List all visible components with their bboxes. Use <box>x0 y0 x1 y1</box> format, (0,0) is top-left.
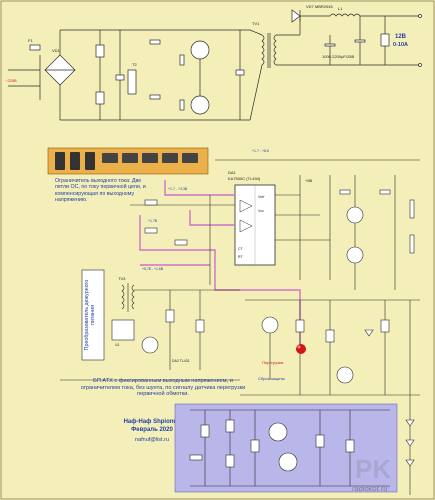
output-voltage: 12В <box>395 34 407 40</box>
radiokot-logo: PK <box>355 454 391 484</box>
bridge-label: VD1 <box>52 48 61 53</box>
feedback-trace <box>139 180 301 345</box>
smd-component-icon <box>55 152 65 170</box>
ic-pin-label: Vref <box>258 195 264 199</box>
ic-name: DA1 <box>228 170 237 175</box>
half-bridge-section <box>127 30 245 120</box>
standby-section <box>60 269 240 381</box>
overload-label: Перегрузка <box>262 360 284 365</box>
smd-component-icon <box>102 153 118 163</box>
smd-component-icon <box>142 153 158 163</box>
author-date: Февраль 2020 <box>131 427 173 433</box>
fan-control-panel <box>174 403 398 493</box>
output-current: 0-10А <box>393 42 408 48</box>
smd-component-icon <box>122 153 138 163</box>
limiter-note-box <box>47 147 209 175</box>
overload-led-icon <box>296 344 306 354</box>
test-point-label: +1.7В <box>148 219 158 223</box>
svg-text:PK: PK <box>355 454 391 484</box>
control-wiring <box>130 159 420 290</box>
standby-transformer-label: TV3 <box>118 276 126 281</box>
overload-led-highlight <box>297 345 301 349</box>
test-point-label: +1.7 - +3,3В <box>168 187 188 191</box>
smd-component-icon <box>85 152 95 170</box>
test-point-label: +5,78 - +1.6В <box>142 267 164 271</box>
mains-input-section <box>8 29 250 121</box>
ic-pin-label: RT <box>238 255 243 259</box>
power-transformer <box>249 29 277 121</box>
optocoupler-label: U1 <box>115 343 120 347</box>
right-diodes <box>405 300 415 495</box>
limiter-note: Ограничитель выходного тока: Две петли О… <box>55 178 146 203</box>
fuse-label: F1 <box>28 38 33 43</box>
vref-label: +5В <box>305 178 313 183</box>
ic-pin-label: CT <box>238 247 244 251</box>
ic-part: KA7500C (TL494) <box>228 176 261 181</box>
drive-transformer-label: T2 <box>132 62 137 67</box>
standby-note: Преобразователь дежурного питания <box>84 280 96 351</box>
pwm-controller-ic <box>234 184 276 266</box>
regulator-label: DA2 TL431 <box>172 359 190 363</box>
ic-pin-label: Vcc <box>258 209 264 213</box>
smd-component-icon <box>162 153 178 163</box>
protection-section <box>240 299 420 396</box>
author-name: Наф-Наф Shpionus <box>124 418 181 425</box>
description-note: БП ATX с фиксированным выходным напряжен… <box>81 378 246 397</box>
test-point-label: +1.7 - +8.6 <box>252 149 269 153</box>
choke-label: L1 <box>338 6 343 11</box>
diode-assembly-label: VD7 MBR2045 <box>306 4 333 9</box>
reset-label: Сброс защиты <box>258 376 285 381</box>
smd-component-icon <box>70 152 80 170</box>
output-cap-label: 1000-2200μF/25В <box>322 54 354 59</box>
author-email: nafnuf@list.ru <box>135 437 169 443</box>
watermark-site: radiokot.ru <box>352 484 388 493</box>
smd-component-icon <box>182 153 198 163</box>
power-transformer-label: TV1 <box>252 21 260 26</box>
output-section <box>276 9 422 67</box>
mains-label: ~220В <box>5 78 17 83</box>
